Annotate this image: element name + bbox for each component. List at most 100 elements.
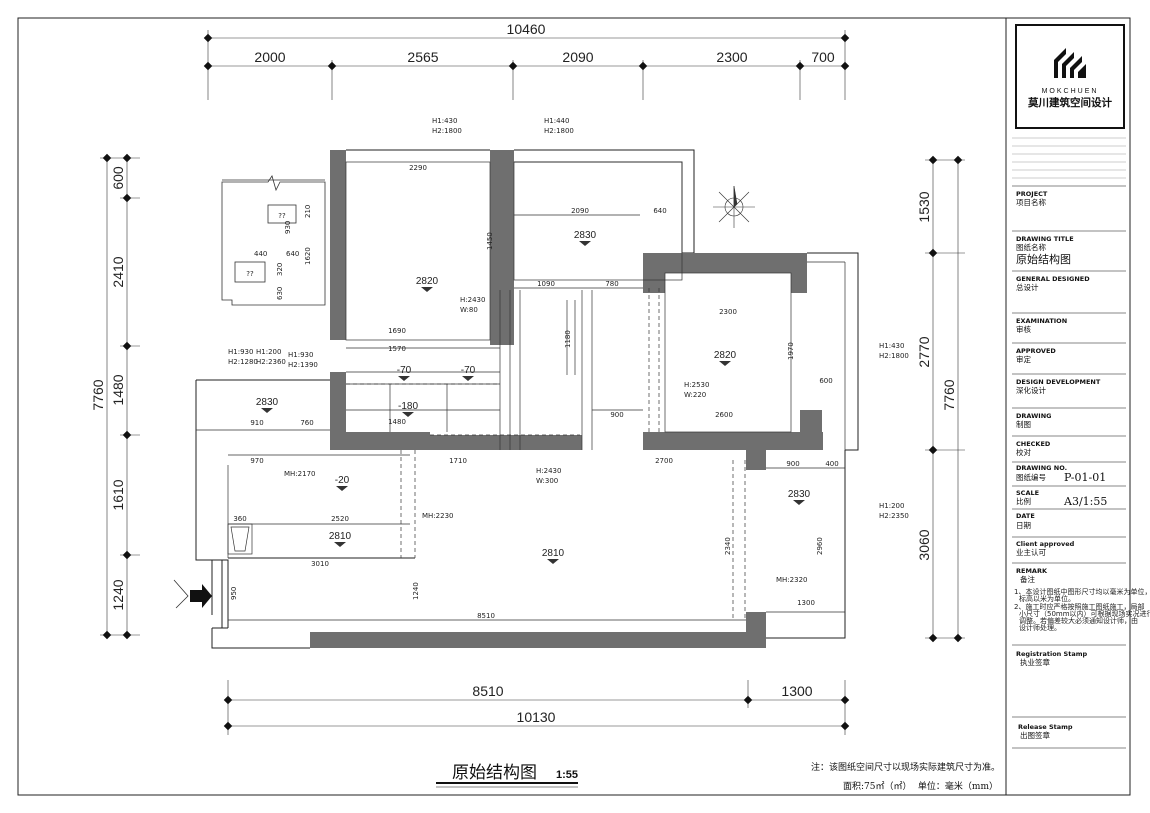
room-height-6: 2810 — [542, 548, 565, 559]
room-height-7: 2830 — [788, 489, 811, 500]
level-mark-4: -20 — [335, 475, 350, 486]
remark-line-5: 调整。若偏差较大必须通知设计师，由 — [1019, 616, 1138, 625]
level-mark-3: -180 — [398, 401, 418, 412]
top-dim-seg-1: 2000 — [254, 49, 285, 65]
wall-master-nw — [643, 253, 665, 293]
inner-dim-23: 360 — [233, 515, 246, 523]
checked-cn: 校对 — [1016, 447, 1032, 457]
footer-title: 原始结构图 — [452, 763, 537, 783]
logo-text: MOKCHUEN — [1042, 88, 1099, 95]
right-dim-seg-3: 3060 — [916, 529, 932, 560]
logo-frame — [1015, 24, 1125, 129]
wall-living-se — [746, 612, 766, 648]
date-label: DATE — [1016, 512, 1035, 520]
top-dim-seg-3: 2090 — [562, 49, 593, 65]
remark-cn: 备注 — [1020, 574, 1036, 584]
approved-cn: 审定 — [1016, 354, 1032, 364]
inner-dim-4: 1090 — [537, 280, 555, 288]
general-designed-cn: 总设计 — [1016, 282, 1039, 292]
room-height-5: 2810 — [329, 531, 352, 542]
beam-dashed-lines — [346, 288, 746, 620]
inner-dim-24: 600 — [819, 377, 832, 385]
inner-dim-19: 2520 — [331, 515, 349, 523]
title-block: MOKCHUEN 莫川建筑空间设计 — [1012, 24, 1150, 749]
room-height-3: 2820 — [714, 350, 737, 361]
inner-dim-22: 1300 — [797, 599, 815, 607]
compass-icon — [713, 185, 755, 228]
general-designed-label: GENERAL DESIGNED — [1016, 275, 1090, 283]
bottom-dim-ticks — [223, 695, 850, 731]
inner-dim-11: 970 — [250, 457, 263, 465]
inner-dim-26: 1180 — [564, 330, 572, 348]
inner-dimensions: 2290 2090 640 1090 780 2300 1690 1570 91… — [230, 164, 839, 620]
remark-line-1: 1、本设计图纸中图形尺寸均以毫米为单位， — [1014, 587, 1150, 596]
footer-scale: 1:55 — [556, 769, 578, 781]
unknown-dim-6: 210 — [304, 205, 312, 218]
remark-line-4: 小尺寸（50mm以内）可根据现场实况进行 — [1019, 609, 1150, 618]
wall-living-ne — [746, 450, 766, 470]
inner-dim-20: 3010 — [311, 560, 329, 568]
unknown-dim-2: 640 — [286, 250, 299, 258]
company-logo-icon — [1054, 48, 1086, 78]
inner-dim-9: 910 — [250, 419, 263, 427]
remark-line-6: 设计师处理。 — [1019, 623, 1061, 632]
sheet-border — [17, 17, 1131, 796]
unknown-dim-5: 930 — [284, 221, 292, 234]
title-block-rows — [1012, 185, 1126, 749]
client-approved-label: Client approved — [1016, 540, 1075, 548]
window-6-h2: H2:1800 — [879, 352, 909, 360]
remark-label: REMARK — [1016, 567, 1048, 575]
wall-master-se — [800, 410, 822, 450]
unknown-dim-7: 630 — [276, 287, 284, 300]
bottom-dim-seg-1: 8510 — [472, 683, 503, 699]
scale-value: A3/1:55 — [1063, 495, 1107, 508]
inner-dim-2: 2090 — [571, 207, 589, 215]
inner-dim-8: 1570 — [388, 345, 406, 353]
inner-dim-21: 8510 — [477, 612, 495, 620]
beam-height-3: MH:2320 — [776, 576, 807, 584]
inner-dim-16: 2700 — [655, 457, 673, 465]
room-height-1: 2820 — [416, 276, 439, 287]
wall-master-north — [643, 253, 807, 273]
inner-dim-5: 780 — [605, 280, 618, 288]
room-height-marks: 2820 2830 2820 2830 2810 2810 2830 — [256, 230, 811, 559]
door-2-w: W:220 — [684, 391, 706, 399]
neighbour-zone — [221, 175, 326, 306]
top-dimension-chain — [207, 30, 846, 100]
wall-bath-south — [330, 432, 430, 450]
window-7-h1: H1:200 — [879, 502, 904, 510]
door-1-w: W:80 — [460, 306, 478, 314]
drawing-title-value: 原始结构图 — [1016, 252, 1071, 266]
footer-area: 面积:75㎡（㎡） — [843, 780, 912, 792]
inner-dim-14: 2600 — [715, 411, 733, 419]
drawing-no-label: DRAWING NO. — [1016, 464, 1067, 472]
right-overall-dim: 7760 — [941, 379, 957, 410]
registration-stamp-cn: 执业签章 — [1020, 657, 1050, 667]
level-mark-2: -70 — [461, 365, 476, 376]
level-mark-1: -70 — [397, 365, 412, 376]
drawing-label: DRAWING — [1016, 412, 1052, 420]
entrance-arrow — [173, 579, 212, 609]
inner-dim-28: 2960 — [816, 537, 824, 555]
outer-walls — [195, 149, 859, 649]
window-1-h2: H2:1800 — [432, 127, 462, 135]
window-4-h1: H1:200 — [256, 348, 281, 356]
inner-dim-13: 900 — [610, 411, 623, 419]
bottom-overall-dim: 10130 — [517, 709, 556, 725]
design-development-label: DESIGN DEVELOPMENT — [1016, 378, 1101, 386]
window-5-h1: H1:930 — [288, 351, 313, 359]
left-dim-seg-5: 1240 — [110, 579, 126, 610]
drawing-title-label: DRAWING TITLE — [1016, 235, 1074, 243]
bottom-dimension-chain — [227, 680, 846, 735]
examination-cn: 审核 — [1016, 324, 1032, 334]
unknown-dim-4: 1620 — [304, 247, 312, 265]
inner-dim-12: 1480 — [388, 418, 406, 426]
inner-dim-10: 760 — [300, 419, 313, 427]
beam-height-2: MH:2230 — [422, 512, 453, 520]
title-block-hatch — [1012, 137, 1126, 179]
scale-label: SCALE — [1016, 489, 1039, 497]
bottom-dim-seg-2: 1300 — [781, 683, 812, 699]
window-2-h1: H1:440 — [544, 117, 569, 125]
date-cn: 日期 — [1016, 521, 1031, 530]
